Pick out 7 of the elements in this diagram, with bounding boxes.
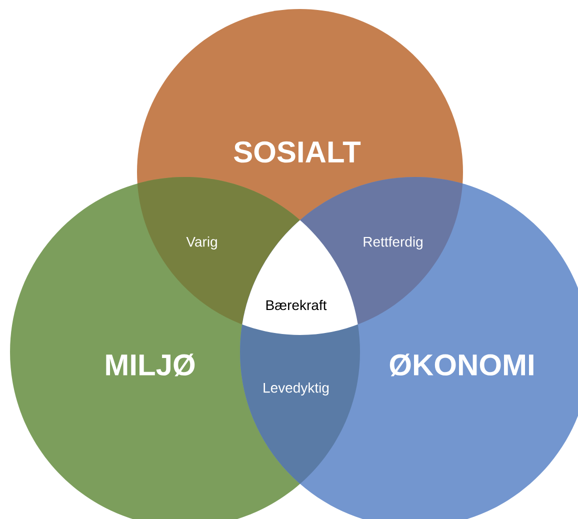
center-label: Bærekraft [266, 300, 327, 310]
circle-title: ØKONOMI [390, 354, 534, 376]
circle-title: SOSIALT [234, 141, 361, 163]
overlap-label: Rettferdig [364, 236, 422, 250]
overlap-label: Varig [186, 236, 217, 250]
circle-title: MILJØ [106, 354, 195, 376]
overlap-label: Levedyktig [264, 382, 329, 396]
